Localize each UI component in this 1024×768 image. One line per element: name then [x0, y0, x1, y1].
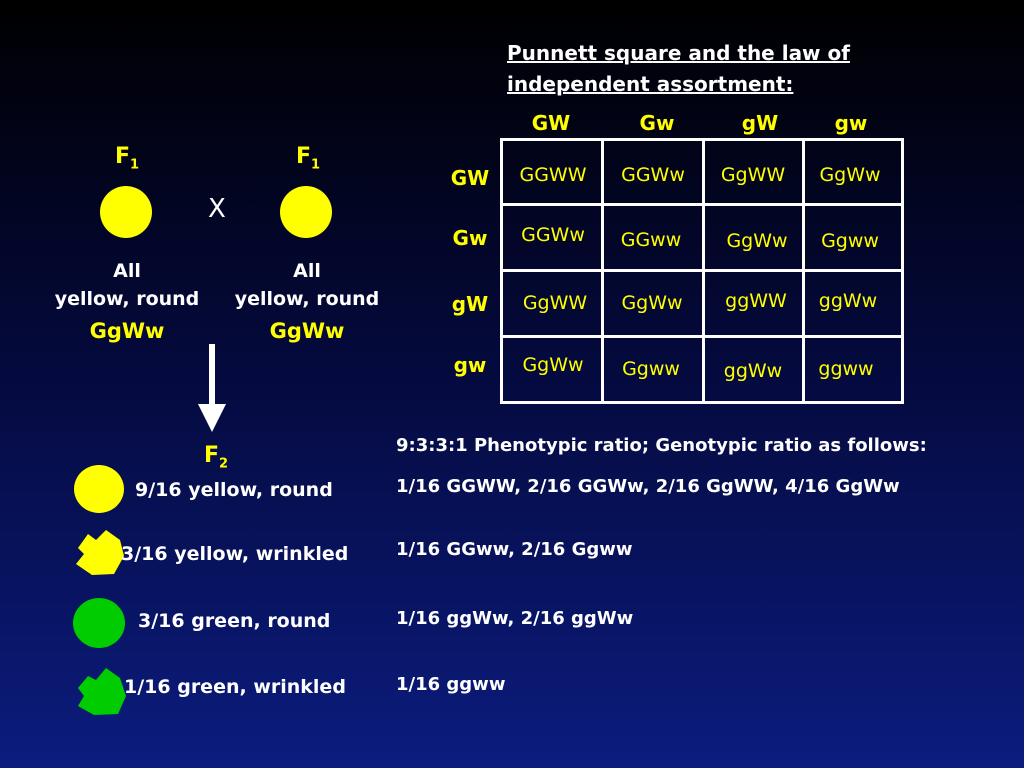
punnett-cell: GgWw [726, 230, 788, 252]
punnett-cell: ggWw [723, 360, 783, 382]
phenotype-label: 3/16 green, round [138, 610, 331, 632]
phenotype-label: 1/16 green, wrinkled [124, 676, 346, 698]
phenotype-label: 9/16 yellow, round [135, 479, 333, 501]
punnett-col-header-3: gW [741, 111, 779, 135]
title-line-2: independent assortment: [507, 72, 794, 96]
punnett-row-header-3: gW [451, 292, 489, 316]
punnett-cell: ggWW [725, 290, 787, 312]
punnett-col-header-2: Gw [639, 111, 675, 135]
punnett-cell: Ggww [622, 358, 680, 380]
punnett-col-header-1: GW [531, 111, 571, 135]
punnett-cell: GGWw [621, 164, 685, 186]
phenotype-label: 3/16 yellow, wrinkled [121, 543, 349, 565]
seed-green-wrinkled [78, 668, 126, 715]
ratio-header: 9:3:3:1 Phenotypic ratio; Genotypic rati… [396, 435, 927, 456]
down-arrow-icon [198, 344, 226, 432]
punnett-row-header-1: GW [450, 166, 490, 190]
punnett-cell: GgWw [819, 164, 881, 186]
grid-divider-h3 [500, 335, 904, 338]
parent-2-label: F1 [296, 144, 321, 173]
parent-1-genotype: GgWw [89, 319, 165, 343]
grid-divider-h1 [500, 203, 904, 206]
genotypic-ratio-line: 1/16 ggww [396, 674, 506, 695]
punnett-cell: GGWw [521, 224, 585, 246]
genotypic-ratio-line: 1/16 GGww, 2/16 Ggww [396, 539, 633, 560]
punnett-cell: GgWW [522, 292, 588, 314]
punnett-cell: ggWw [818, 290, 878, 312]
punnett-cell: GgWW [720, 164, 786, 186]
punnett-cell: GgWw [621, 292, 683, 314]
parent-2-seed-yellow-round [280, 186, 332, 238]
genotypic-ratio-line: 1/16 GGWW, 2/16 GGWw, 2/16 GgWW, 4/16 Gg… [396, 476, 900, 497]
punnett-cell: GGww [620, 229, 682, 251]
cross-symbol: X [208, 194, 226, 224]
offspring-label: F2 [204, 443, 229, 472]
diagram-title: Punnett square and the law of independen… [507, 38, 907, 100]
grid-divider-h2 [500, 269, 904, 272]
parent-1-phenotype: All yellow, round [54, 260, 200, 310]
punnett-cell: GgWw [522, 354, 584, 376]
punnett-cell: ggww [818, 358, 874, 380]
parent-2-phenotype: All yellow, round [234, 260, 380, 310]
punnett-row-header-4: gw [453, 353, 487, 377]
parent-1-seed-yellow-round [100, 186, 152, 238]
seed-yellow-wrinkled [76, 530, 124, 575]
seed-green-round [73, 598, 125, 648]
punnett-col-header-4: gw [834, 111, 868, 135]
genotypic-ratio-line: 1/16 ggWw, 2/16 ggWw [396, 608, 634, 629]
parent-2-genotype: GgWw [269, 319, 345, 343]
title-line-1: Punnett square and the law of [507, 41, 850, 65]
punnett-cell: GGWW [519, 164, 587, 186]
parent-1-label: F1 [115, 144, 140, 173]
punnett-cell: Ggww [821, 230, 879, 252]
punnett-row-header-2: Gw [452, 226, 488, 250]
seed-yellow-round [74, 465, 124, 513]
